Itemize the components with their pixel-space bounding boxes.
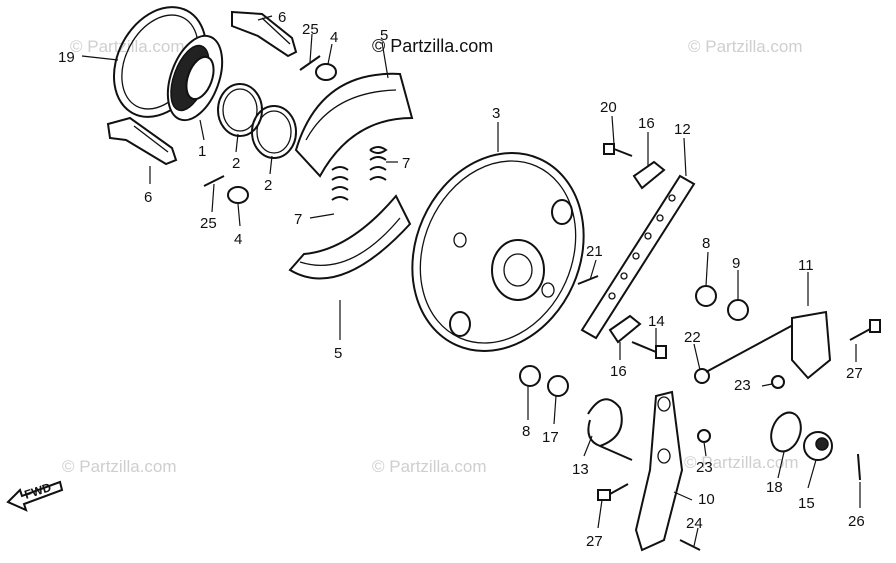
callout-14: 14 [648, 313, 665, 330]
callout-24: 24 [686, 515, 703, 532]
callout-25: 25 [302, 21, 319, 38]
part-1-gear [166, 34, 224, 122]
callout-2: 2 [232, 155, 240, 172]
part-6-shaft-bottom [106, 116, 178, 166]
part-5-brake-shoe-lower [288, 194, 412, 280]
part-11-cam-lever [705, 310, 832, 380]
callout-4: 4 [330, 29, 338, 46]
callout-17: 17 [542, 429, 559, 446]
part-7-spring-upper [369, 146, 388, 181]
part-22-nut [694, 368, 710, 384]
callout-5: 5 [334, 345, 342, 362]
callout-4: 4 [234, 231, 242, 248]
callout-9: 9 [732, 255, 740, 272]
part-21-bolt [577, 275, 599, 285]
part-9-washer [727, 299, 749, 321]
callout-23: 23 [696, 459, 713, 476]
callout-7: 7 [402, 155, 410, 172]
part-27-bolt-right [849, 319, 881, 341]
part-25-pin-top [299, 55, 321, 71]
callout-25: 25 [200, 215, 217, 232]
watermark: © Partzilla.com [62, 457, 177, 476]
callout-8: 8 [702, 235, 710, 252]
part-8-seal-upper [695, 285, 717, 307]
callout-19: 19 [58, 49, 75, 66]
callout-21: 21 [586, 243, 603, 260]
part-4-washer-bottom [227, 186, 249, 204]
part-4-washer-top [315, 63, 337, 81]
callout-20: 20 [600, 99, 617, 116]
part-20-bolt [603, 143, 633, 157]
callout-10: 10 [698, 491, 715, 508]
callout-1: 1 [198, 143, 206, 160]
callout-2: 2 [264, 177, 272, 194]
callout-18: 18 [766, 479, 783, 496]
callout-23: 23 [734, 377, 751, 394]
part-27-bolt-bottom [597, 483, 629, 501]
callout-16: 16 [638, 115, 655, 132]
part-10-brake-arm [634, 390, 684, 552]
callout-13: 13 [572, 461, 589, 478]
callout-27: 27 [586, 533, 603, 550]
part-2-oring [251, 105, 297, 159]
callout-27: 27 [846, 365, 863, 382]
watermark: © Partzilla.com [70, 37, 185, 56]
part-26-screw [857, 453, 861, 481]
part-3-brake-panel [411, 152, 585, 352]
part-23-nut-upper [771, 375, 785, 389]
watermark-main: © Partzilla.com [372, 36, 493, 56]
part-14-bolt [631, 341, 667, 359]
watermark: © Partzilla.com [684, 453, 799, 472]
fwd-arrow: FWD [6, 480, 64, 512]
part-24-bolt [679, 539, 701, 551]
part-25-pin-bottom [203, 175, 225, 187]
part-17-washer [547, 375, 569, 397]
callout-15: 15 [798, 495, 815, 512]
watermark: © Partzilla.com [372, 457, 487, 476]
part-16-plate-lower [608, 314, 642, 344]
part-13-return-spring [587, 398, 633, 461]
callout-12: 12 [674, 121, 691, 138]
callout-11: 11 [798, 257, 814, 274]
part-7-spring-lower [331, 166, 349, 201]
part-23-nut-lower [697, 429, 711, 443]
part-8-seal-lower [519, 365, 541, 387]
watermark: © Partzilla.com [688, 37, 803, 56]
callout-5: 5 [380, 27, 388, 44]
part-15-switch [803, 431, 833, 461]
part-2-oring [217, 83, 263, 137]
callout-6: 6 [278, 9, 286, 26]
callout-26: 26 [848, 513, 865, 530]
part-18-washer [770, 411, 802, 453]
callout-6: 6 [144, 189, 152, 206]
part-12-torque-link [580, 174, 696, 340]
callout-3: 3 [492, 105, 500, 122]
leader-lines [81, 15, 861, 547]
callout-7: 7 [294, 211, 302, 228]
part-5-brake-shoe-upper [294, 72, 414, 178]
callout-16: 16 [610, 363, 627, 380]
callout-8: 8 [522, 423, 530, 440]
part-16-plate-upper [632, 160, 666, 190]
callout-22: 22 [684, 329, 701, 346]
